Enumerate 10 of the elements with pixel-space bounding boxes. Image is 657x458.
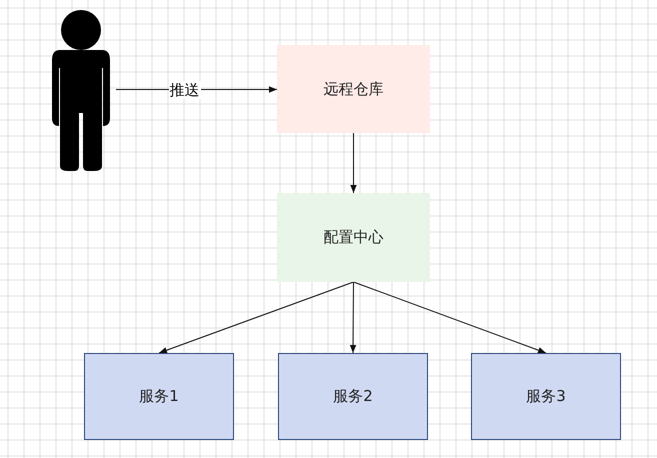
process-box: 服务1 [84,353,234,440]
arrow [350,282,356,354]
process-box: 服务3 [471,353,621,440]
arrow [350,132,357,194]
edge-label: 推送 [168,80,200,98]
process-box: 远程仓库 [277,45,430,133]
process-box: 配置中心 [277,193,430,282]
arrow [353,282,546,354]
arrow [158,282,354,354]
process-box: 服务2 [278,353,428,440]
